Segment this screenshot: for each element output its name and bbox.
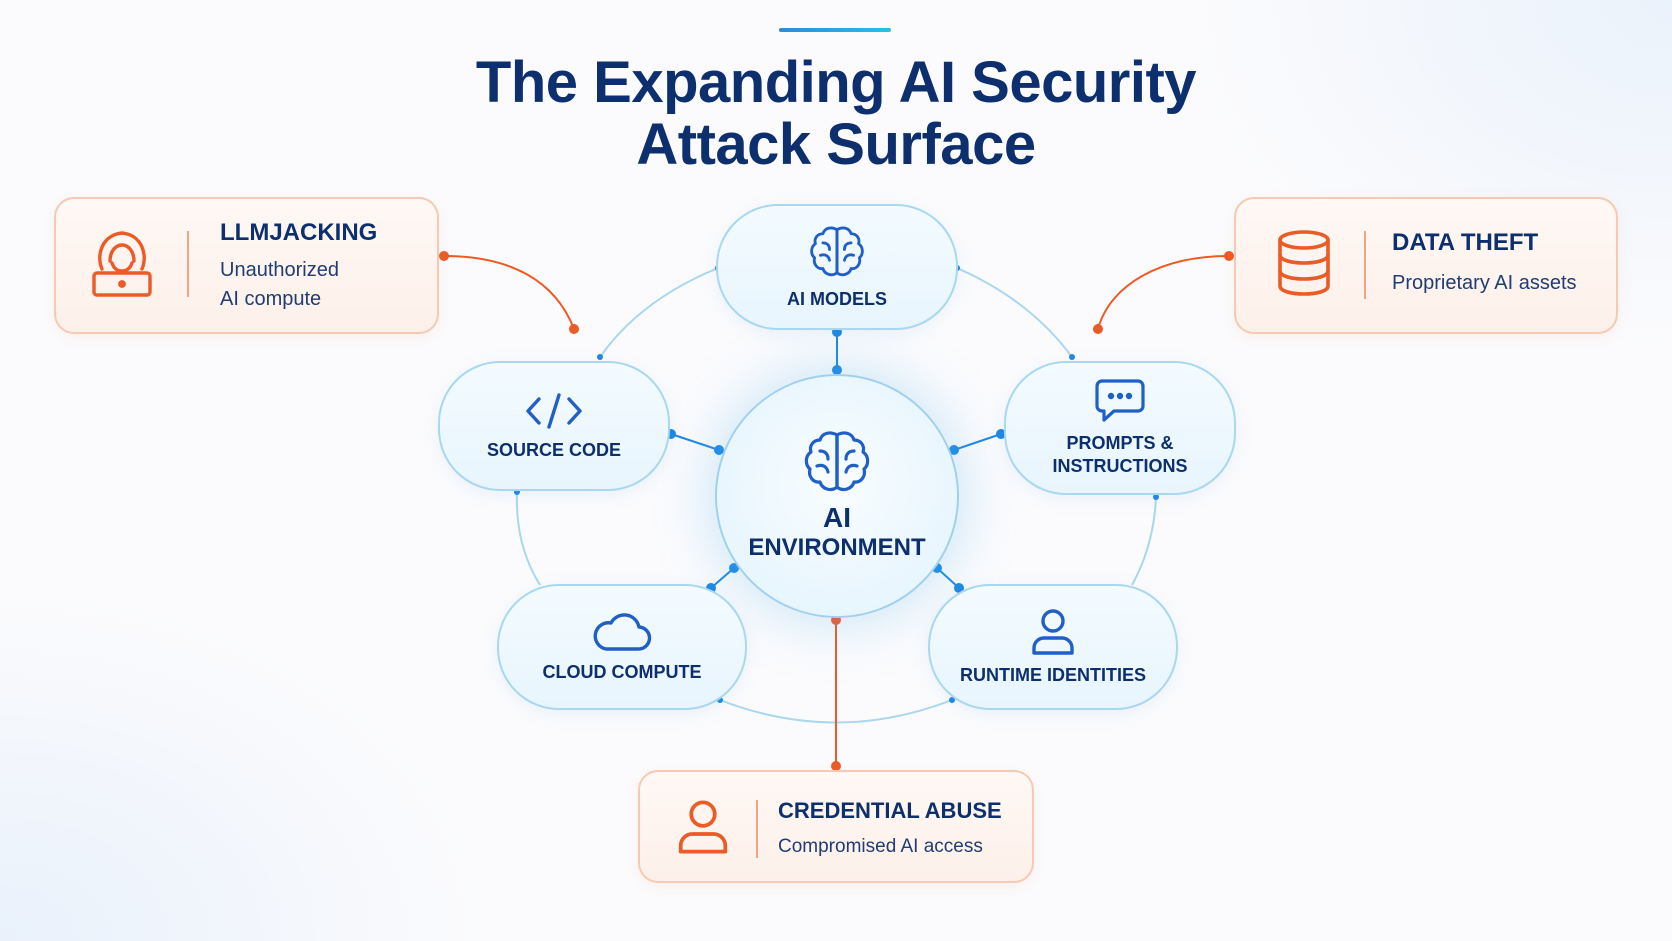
ring-arc-source-cloud	[515, 491, 541, 586]
ai-environment-hub: AI ENVIRONMENT	[715, 374, 959, 618]
threat-card-credential-abuse: CREDENTIAL ABUSE Compromised AI access	[638, 770, 1034, 883]
threat-desc-llmjacking-line-2: AI compute	[220, 288, 322, 310]
brain-icon	[804, 431, 870, 492]
title-accent-bar	[779, 28, 891, 32]
threat-desc-data-theft: Proprietary AI assets	[1392, 272, 1577, 294]
ring-arc-prompts-runtime	[1131, 496, 1157, 586]
threat-desc-credential-abuse: Compromised AI access	[778, 836, 983, 857]
ring-dot	[1069, 354, 1075, 360]
threat-dot	[569, 324, 579, 334]
database-icon	[1278, 230, 1330, 296]
cloud-icon	[593, 612, 652, 651]
threat-dot	[1093, 324, 1103, 334]
threat-card-data-theft: DATA THEFT Proprietary AI assets	[1234, 197, 1618, 334]
spoke-dot	[996, 429, 1006, 439]
brain-icon	[810, 226, 864, 276]
spoke-dot	[949, 445, 959, 455]
threat-divider	[1364, 231, 1366, 299]
asset-label-cloud-compute: CLOUD COMPUTE	[542, 661, 702, 682]
threat-divider	[756, 800, 758, 858]
ring-dot	[597, 354, 603, 360]
page-title-line-2: Attack Surface	[636, 112, 1036, 177]
spoke-cloud	[710, 567, 735, 589]
hooded-hacker-laptop-icon	[92, 231, 152, 297]
asset-label-prompts-line-2: INSTRUCTIONS	[1052, 456, 1188, 476]
threat-dot	[439, 251, 449, 261]
asset-node-prompts: PROMPTS & INSTRUCTIONS	[1004, 361, 1236, 495]
asset-label-prompts: PROMPTS & INSTRUCTIONS	[1053, 432, 1188, 478]
center-label-line-2: ENVIRONMENT	[748, 534, 926, 561]
threat-divider	[187, 231, 189, 297]
threat-card-llmjacking: LLMJACKING Unauthorized AI compute	[54, 197, 439, 334]
asset-node-runtime-identities: RUNTIME IDENTITIES	[928, 584, 1178, 710]
ring-arc-models-source	[599, 267, 719, 358]
user-icon	[678, 800, 728, 854]
asset-label-source-code: SOURCE CODE	[486, 439, 621, 460]
asset-node-cloud-compute: CLOUD COMPUTE	[497, 584, 747, 710]
threat-link-data-theft	[1097, 255, 1230, 330]
asset-label-runtime-identities: RUNTIME IDENTITIES	[959, 664, 1146, 685]
user-icon	[1032, 608, 1074, 655]
threat-title-llmjacking: LLMJACKING	[220, 219, 378, 246]
threat-dot	[1224, 251, 1234, 261]
asset-label-prompts-line-1: PROMPTS &	[1066, 433, 1174, 453]
ring-dot	[1153, 494, 1159, 500]
spoke-prompts	[953, 433, 1002, 451]
threat-desc-llmjacking-line-1: Unauthorized	[220, 259, 339, 281]
page-title-line-1: The Expanding AI Security	[475, 50, 1197, 115]
threat-link-llmjacking	[443, 255, 575, 330]
chat-icon	[1095, 379, 1145, 422]
spoke-source	[670, 433, 720, 451]
code-icon	[526, 392, 582, 429]
threat-title-data-theft: DATA THEFT	[1392, 229, 1539, 256]
asset-node-ai-models: AI MODELS	[716, 204, 958, 330]
ring-arc-models-prompts	[956, 267, 1073, 358]
threat-title-credential-abuse: CREDENTIAL ABUSE	[778, 798, 1002, 823]
asset-node-source-code: SOURCE CODE	[438, 361, 670, 491]
spoke-dot	[714, 445, 724, 455]
center-label-line-1: AI	[823, 502, 851, 533]
threat-dot	[831, 761, 841, 771]
asset-label-ai-models: AI MODELS	[786, 288, 887, 309]
spoke-dot	[832, 365, 842, 375]
